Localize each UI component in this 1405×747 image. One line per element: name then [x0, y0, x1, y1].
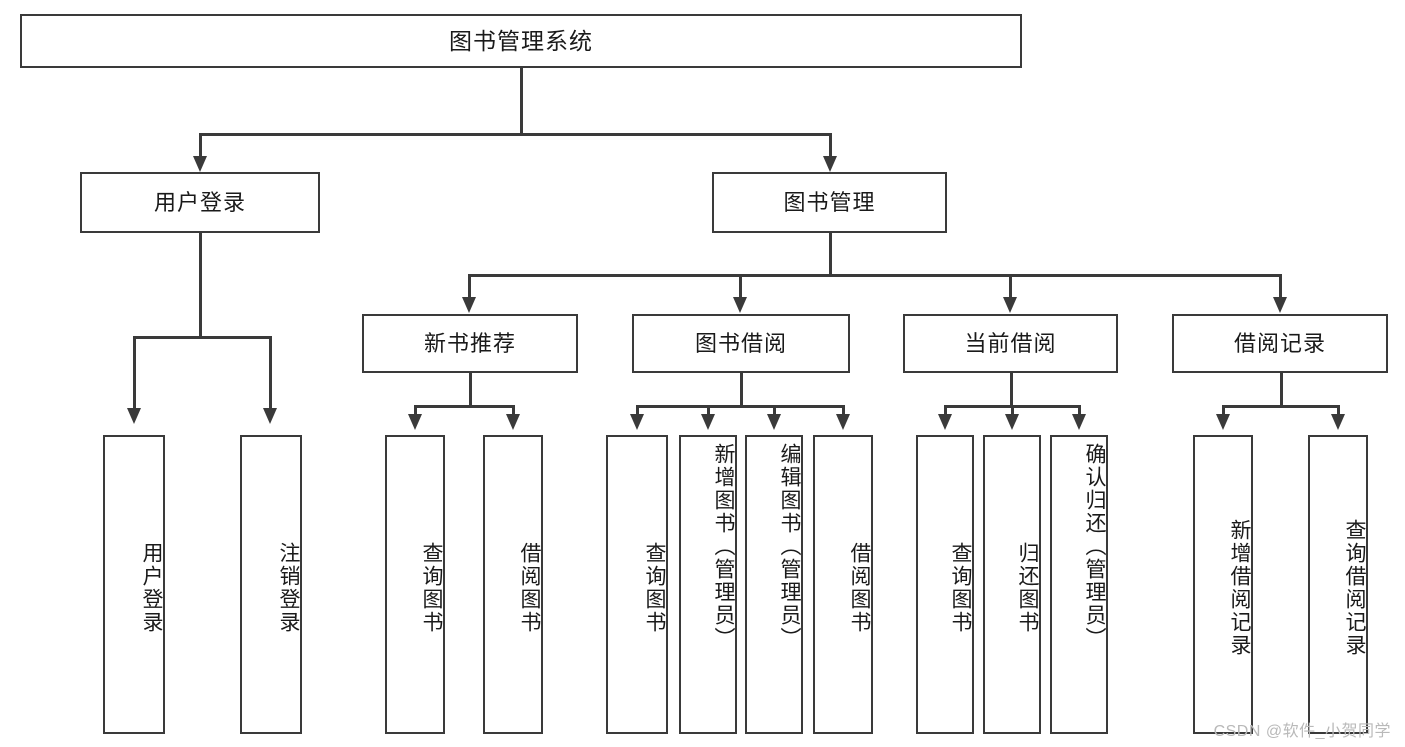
connector-root-to-user-login [199, 133, 202, 159]
arrowhead-borrow-record [1273, 297, 1287, 313]
connector-book-borrow-branch-2 [707, 405, 710, 417]
connector-book-borrow-branch-3 [773, 405, 776, 417]
connector-borrow-record-branch-1 [1222, 405, 1225, 417]
node-current-borrowing[interactable]: 当前借阅 [903, 314, 1118, 373]
arrowhead-book-borrow [733, 297, 747, 313]
connector-current-borrow-branch-1 [944, 405, 947, 417]
connector-book-mgmt-stem [829, 233, 832, 275]
connector-book-mgmt-bus [468, 274, 1280, 277]
connector-book-borrow-bus [636, 405, 843, 408]
connector-borrow-record-branch-2 [1337, 405, 1340, 417]
leaf-query-book-under-current-borrowing[interactable]: 查询图书 [916, 435, 974, 734]
leaf-user-login[interactable]: 用户登录 [103, 435, 165, 734]
connector-new-book-rec-bus [414, 405, 514, 408]
connector-new-book-rec-stem [469, 373, 472, 406]
connector-new-book-rec-branch-1 [414, 405, 417, 417]
node-borrowing-record[interactable]: 借阅记录 [1172, 314, 1388, 373]
arrowhead-leaf-edit-book [767, 414, 781, 430]
node-user-login[interactable]: 用户登录 [80, 172, 320, 233]
arrowhead-leaf-user-login [127, 408, 141, 424]
connector-book-mgmt-branch-4 [1279, 274, 1282, 300]
leaf-add-book-admin[interactable]: 新增图书（管理员） [679, 435, 737, 734]
connector-user-login-stem [199, 233, 202, 337]
connector-root-to-book-mgmt [829, 133, 832, 159]
arrowhead-leaf-borrow-book-2 [836, 414, 850, 430]
arrowhead-leaf-borrow-book-1 [506, 414, 520, 430]
arrowhead-current-borrow [1003, 297, 1017, 313]
leaf-add-borrowing-record[interactable]: 新增借阅记录 [1193, 435, 1253, 734]
arrowhead-leaf-return-book [1005, 414, 1019, 430]
leaf-borrow-book-under-new-book-rec[interactable]: 借阅图书 [483, 435, 543, 734]
leaf-borrow-book-under-book-borrowing[interactable]: 借阅图书 [813, 435, 873, 734]
connector-book-borrow-branch-4 [842, 405, 845, 417]
arrowhead-leaf-query-book-1 [408, 414, 422, 430]
arrowhead-book-mgmt [823, 156, 837, 172]
leaf-query-borrowing-record[interactable]: 查询借阅记录 [1308, 435, 1368, 734]
leaf-query-book-under-book-borrowing[interactable]: 查询图书 [606, 435, 668, 734]
connector-book-mgmt-branch-3 [1009, 274, 1012, 300]
leaf-edit-book-admin[interactable]: 编辑图书（管理员） [745, 435, 803, 734]
arrowhead-leaf-add-record [1216, 414, 1230, 430]
arrowhead-leaf-confirm-return [1072, 414, 1086, 430]
arrowhead-leaf-logout [263, 408, 277, 424]
connector-book-borrow-stem [740, 373, 743, 406]
connector-user-login-bus [133, 336, 271, 339]
connector-current-borrow-stem [1010, 373, 1013, 406]
node-book-management[interactable]: 图书管理 [712, 172, 947, 233]
arrowhead-leaf-query-record [1331, 414, 1345, 430]
connector-borrow-record-stem [1280, 373, 1283, 406]
leaf-logout[interactable]: 注销登录 [240, 435, 302, 734]
leaf-return-book[interactable]: 归还图书 [983, 435, 1041, 734]
arrowhead-leaf-query-book-2 [630, 414, 644, 430]
connector-root-stem [520, 68, 523, 133]
node-root-system[interactable]: 图书管理系统 [20, 14, 1022, 68]
connector-book-mgmt-branch-1 [468, 274, 471, 300]
connector-root-bus [199, 133, 831, 136]
node-book-borrowing[interactable]: 图书借阅 [632, 314, 850, 373]
arrowhead-new-book-rec [462, 297, 476, 313]
leaf-confirm-return-admin[interactable]: 确认归还（管理员） [1050, 435, 1108, 734]
connector-user-login-branch-2 [269, 336, 272, 411]
node-new-book-recommendation[interactable]: 新书推荐 [362, 314, 578, 373]
connector-book-mgmt-branch-2 [739, 274, 742, 300]
leaf-query-book-under-new-book-rec[interactable]: 查询图书 [385, 435, 445, 734]
arrowhead-leaf-query-book-3 [938, 414, 952, 430]
connector-user-login-branch-1 [133, 336, 136, 411]
arrowhead-leaf-add-book [701, 414, 715, 430]
connector-new-book-rec-branch-2 [512, 405, 515, 417]
connector-current-borrow-branch-2 [1011, 405, 1014, 417]
arrowhead-user-login [193, 156, 207, 172]
connector-book-borrow-branch-1 [636, 405, 639, 417]
connector-current-borrow-branch-3 [1078, 405, 1081, 417]
connector-borrow-record-bus [1222, 405, 1339, 408]
csdn-watermark: CSDN @软件_小贺同学 [1213, 723, 1391, 740]
